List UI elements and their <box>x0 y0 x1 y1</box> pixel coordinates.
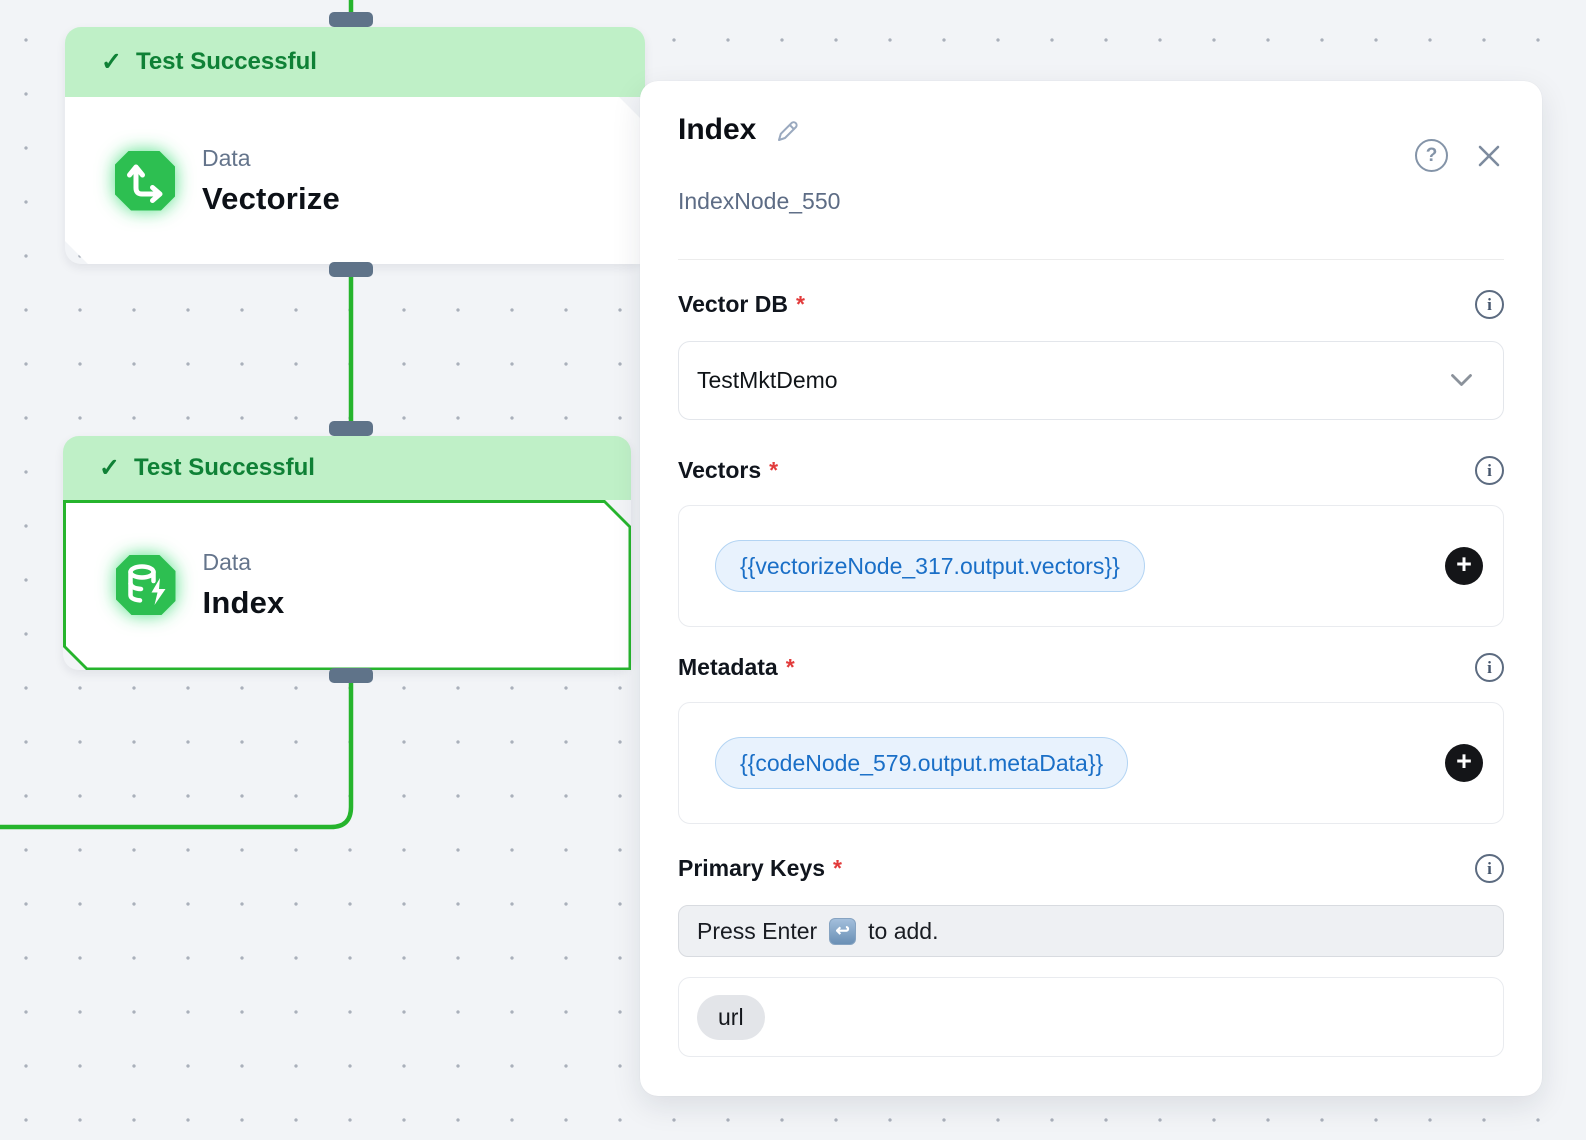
node-index[interactable]: ✓ Test Successful <box>63 436 631 670</box>
enter-key-icon: ↩ <box>829 917 857 945</box>
info-icon[interactable]: i <box>1475 653 1504 682</box>
node-title: Vectorize <box>202 180 340 216</box>
status-text: Test Successful <box>133 454 315 481</box>
info-icon[interactable]: i <box>1475 854 1504 883</box>
panel-title: Index <box>678 113 757 146</box>
vectors-variable-chip[interactable]: {{vectorizeNode_317.output.vectors}} <box>715 540 1145 592</box>
vector-db-selected-value: TestMktDemo <box>697 367 838 393</box>
node-card[interactable]: Data Vectorize <box>65 97 645 264</box>
node-title: Index <box>202 585 285 620</box>
info-icon[interactable]: i <box>1475 456 1504 485</box>
add-variable-button[interactable]: + <box>1445 744 1483 782</box>
edge-index-output[interactable] <box>0 680 354 830</box>
pencil-edit-icon[interactable] <box>774 117 801 144</box>
index-input-handle[interactable] <box>329 421 373 436</box>
placeholder-after: to add. <box>868 917 939 944</box>
index-config-panel: Index ? IndexNode_550 Vector DB* <box>640 81 1542 1096</box>
vectors-label: Vectors* <box>678 457 779 483</box>
vector-db-label: Vector DB* <box>678 291 805 317</box>
node-selected-border: Data Index <box>63 500 631 670</box>
vectors-input-area[interactable]: {{vectorizeNode_317.output.vectors}} + <box>678 505 1504 627</box>
help-icon[interactable]: ? <box>1415 139 1448 172</box>
vectorize-input-handle[interactable] <box>329 12 373 27</box>
index-output-handle[interactable] <box>329 668 373 683</box>
test-status-banner: ✓ Test Successful <box>63 436 631 500</box>
metadata-input-area[interactable]: {{codeNode_579.output.metaData}} + <box>678 702 1504 824</box>
database-bolt-icon <box>116 555 176 615</box>
required-asterisk: * <box>785 654 795 680</box>
node-id-subtitle: IndexNode_550 <box>678 188 841 214</box>
node-category: Data <box>202 549 252 575</box>
info-icon[interactable]: i <box>1475 290 1504 319</box>
primary-keys-label: Primary Keys* <box>678 855 842 881</box>
primary-keys-input[interactable]: Press Enter ↩ to add. <box>678 905 1504 957</box>
vectorize-output-handle[interactable] <box>329 262 373 277</box>
test-status-banner: ✓ Test Successful <box>65 27 645 97</box>
metadata-variable-chip[interactable]: {{codeNode_579.output.metaData}} <box>715 737 1129 789</box>
primary-keys-list: url <box>678 977 1504 1057</box>
add-variable-button[interactable]: + <box>1445 547 1483 585</box>
vector-db-select[interactable]: TestMktDemo <box>678 341 1504 420</box>
placeholder-before: Press Enter <box>697 917 818 944</box>
node-card[interactable]: Data Index <box>66 503 629 668</box>
node-category: Data <box>202 144 251 171</box>
node-vectorize[interactable]: ✓ Test Successful Data Vectorize <box>65 27 645 264</box>
required-asterisk: * <box>795 291 805 317</box>
close-icon[interactable] <box>1474 141 1504 171</box>
required-asterisk: * <box>833 855 842 881</box>
vectorize-axes-icon <box>115 151 175 211</box>
checkmark-icon: ✓ <box>99 454 120 482</box>
required-asterisk: * <box>769 457 779 483</box>
status-text: Test Successful <box>135 48 317 75</box>
divider <box>678 259 1504 260</box>
checkmark-icon: ✓ <box>101 48 122 76</box>
metadata-label: Metadata* <box>678 654 795 680</box>
primary-key-tag[interactable]: url <box>697 994 765 1040</box>
chevron-down-icon <box>1451 374 1472 386</box>
